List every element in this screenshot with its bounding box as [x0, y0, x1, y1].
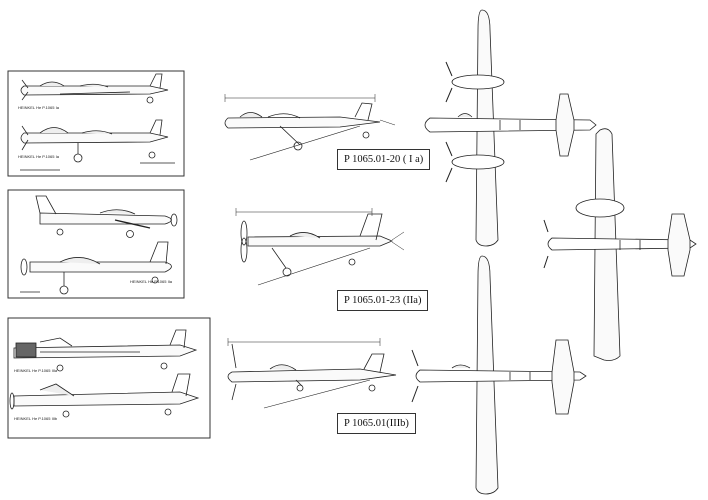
- variant-label-iia: P 1065.01-23 (IIa): [337, 290, 429, 311]
- plan-view-iiib: [411, 255, 587, 495]
- variant-label-ia: P 1065.01-20 ( I a): [337, 149, 431, 170]
- panel-1-drawing: HEINKEL He P.1065 Ia HEINKEL He P.1065 I…: [7, 70, 185, 177]
- panel-2-top-aircraft: [35, 195, 178, 238]
- plan-view-ia: [424, 9, 597, 247]
- panel-2-drawing: HEINKEL He P.1065 IIa: [7, 189, 185, 299]
- panel-1-top-caption: HEINKEL He P.1065 Ia: [18, 105, 60, 110]
- variant-label-iiib: P 1065.01(IIIb): [337, 413, 416, 434]
- plan-view-iia: [543, 128, 697, 361]
- panel-2-bottom-aircraft: [20, 241, 172, 295]
- panel-1-bottom-aircraft: [20, 119, 175, 171]
- panel-2-caption: HEINKEL He P.1065 IIa: [130, 279, 173, 284]
- panel-3-bottom-aircraft: [9, 373, 200, 418]
- panel-1-top-aircraft: [20, 73, 169, 104]
- middle-drawing-1: [224, 94, 396, 161]
- panel-3-top-aircraft: [13, 329, 198, 372]
- panel-3-bottom-caption: HEINKEL He P.1065 IIIb: [14, 416, 58, 421]
- panel-1-bottom-caption: HEINKEL He P.1065 Ia: [18, 154, 60, 159]
- middle-drawing-3: [227, 338, 397, 409]
- panel-3-top-caption: HEINKEL He P.1065 IIIa: [14, 368, 58, 373]
- middle-drawing-2: [235, 208, 405, 286]
- panel-3-drawing: HEINKEL He P.1065 IIIa HEINKEL He P.1065…: [7, 317, 211, 439]
